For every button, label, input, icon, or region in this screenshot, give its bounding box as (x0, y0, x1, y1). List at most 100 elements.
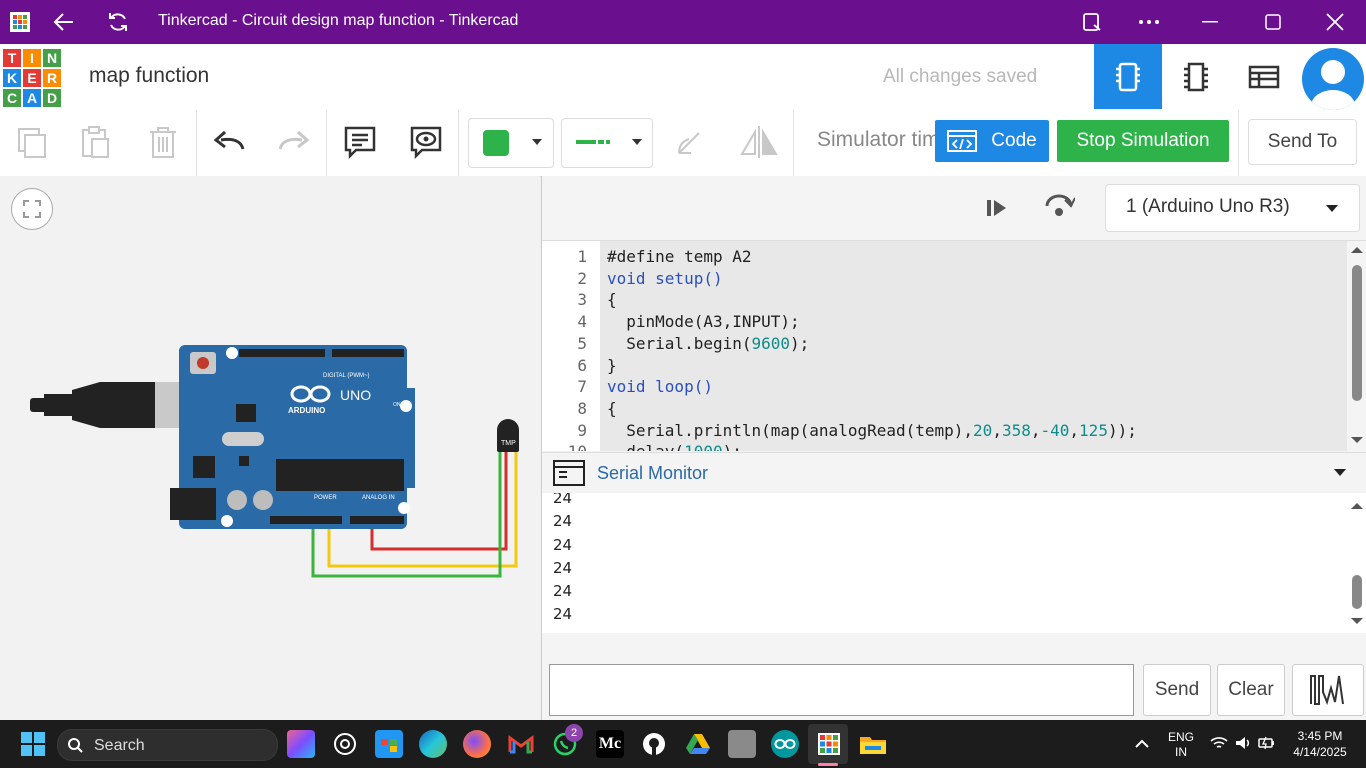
stop-simulation-button[interactable]: Stop Simulation (1057, 120, 1229, 162)
logo-letter: E (22, 68, 42, 88)
firefox-app-icon[interactable] (463, 730, 491, 758)
notes-button[interactable] (338, 120, 382, 164)
on-label: ON (393, 402, 401, 408)
component-list-button[interactable] (1230, 44, 1298, 109)
graph-icon (1310, 675, 1344, 706)
step-icon (987, 200, 1006, 216)
logo-letter: K (2, 68, 22, 88)
flip-icon (740, 126, 778, 158)
flip-button[interactable] (737, 120, 781, 164)
wire-type-dropdown[interactable] (561, 118, 653, 168)
board-brand: ARDUINO (288, 406, 325, 415)
whatsapp-app-icon[interactable]: 2 (551, 724, 583, 758)
serial-line: 24 (553, 582, 573, 601)
code-line: 5 Serial.begin(9600); (577, 333, 810, 353)
serial-output: 24 24 24 24 24 24 (542, 493, 1347, 633)
refresh-icon[interactable] (104, 8, 132, 36)
fill-color-dropdown[interactable] (468, 118, 554, 168)
serial-monitor-title: Serial Monitor (597, 463, 709, 483)
debug-icon (1045, 194, 1076, 216)
minimize-icon[interactable] (1196, 8, 1224, 36)
graph-button[interactable] (1292, 664, 1364, 716)
code-line: 1#define temp A2 (577, 247, 752, 266)
logo-letter: N (42, 48, 62, 68)
schematic-view-button[interactable] (1162, 44, 1230, 109)
yellow-wire (327, 446, 518, 568)
circuit-drawing[interactable]: ARDUINO UNO DIGITAL (PWM~) POWER ANALOG … (0, 176, 540, 720)
language-code: ENG (1167, 730, 1194, 744)
zoom-to-fit-button[interactable] (11, 188, 53, 230)
step-button[interactable] (984, 194, 1012, 222)
code-line: 8{ (577, 398, 617, 418)
serial-monitor-header[interactable]: Serial Monitor (542, 452, 1366, 494)
logo-letter: R (42, 68, 62, 88)
windows-taskbar: Search 2 Mc ENG IN (0, 720, 1366, 768)
gmail-app-icon[interactable] (507, 730, 535, 758)
read-aloud-icon[interactable] (1078, 8, 1106, 36)
code-line: 3{ (577, 290, 617, 310)
taskbar-search[interactable]: Search (57, 729, 278, 761)
serial-scrollbar[interactable] (1347, 493, 1366, 633)
copilot-app-icon[interactable] (287, 730, 315, 758)
chevron-up-icon[interactable] (1134, 736, 1150, 754)
code-line: 10 delay(1000); (542, 441, 1342, 451)
chevron-down-icon[interactable] (1334, 469, 1346, 477)
paste-button[interactable] (73, 120, 117, 164)
send-button[interactable]: Send (1143, 664, 1211, 716)
circuit-view-button[interactable] (1094, 44, 1162, 109)
clock[interactable]: 3:45 PM 4/14/2025 (1288, 728, 1352, 760)
search-placeholder: Search (94, 737, 145, 754)
volume-icon[interactable] (1234, 735, 1252, 756)
undo-button[interactable] (208, 120, 252, 164)
maximize-icon[interactable] (1259, 8, 1287, 36)
github-app-icon[interactable] (640, 730, 668, 758)
clock-time: 3:45 PM (1297, 729, 1343, 743)
battery-icon[interactable] (1258, 735, 1276, 756)
serial-input-field[interactable] (549, 664, 1134, 716)
notification-badge: 2 (565, 724, 583, 742)
redo-button[interactable] (271, 120, 315, 164)
close-icon[interactable] (1321, 8, 1349, 36)
logo-letter: C (2, 88, 22, 108)
chatgpt-app-icon[interactable] (331, 730, 359, 758)
notes-visibility-button[interactable] (404, 120, 448, 164)
wifi-icon[interactable] (1210, 736, 1228, 755)
avatar[interactable] (1302, 48, 1364, 110)
rotate-button[interactable] (668, 120, 712, 164)
code-scrollbar[interactable] (1347, 241, 1366, 451)
note-icon (344, 126, 376, 160)
drive-app-icon[interactable] (684, 730, 712, 758)
app-placeholder-icon[interactable] (728, 730, 756, 758)
language-indicator[interactable]: ENG IN (1166, 730, 1196, 760)
clear-button[interactable]: Clear (1217, 664, 1285, 716)
start-button[interactable] (19, 730, 47, 758)
medium-app-icon[interactable]: Mc (596, 730, 624, 758)
delete-button[interactable] (141, 120, 185, 164)
serial-line: 24 (553, 605, 573, 624)
logo-letter: D (42, 88, 62, 108)
board-select-dropdown[interactable]: 1 (Arduino Uno R3) (1105, 184, 1360, 232)
send-to-button[interactable]: Send To (1248, 119, 1357, 165)
back-arrow-icon[interactable] (50, 8, 78, 36)
save-status: All changes saved (883, 66, 1038, 87)
store-app-icon[interactable] (375, 730, 403, 758)
arduino-app-icon[interactable] (771, 730, 799, 758)
tinkercad-app-icon[interactable] (815, 730, 843, 758)
edge-app-icon[interactable] (419, 730, 447, 758)
file-explorer-app-icon[interactable] (859, 730, 887, 758)
copy-button[interactable] (10, 120, 54, 164)
paste-icon (82, 126, 109, 158)
project-name[interactable]: map function (89, 64, 210, 87)
debug-button[interactable] (1043, 192, 1076, 222)
code-button-label: Code (991, 130, 1037, 151)
circuit-canvas[interactable]: ARDUINO UNO DIGITAL (PWM~) POWER ANALOG … (0, 176, 540, 720)
region-code: IN (1175, 745, 1187, 759)
serial-input-row: Send Clear (542, 656, 1366, 720)
rotate-icon (678, 132, 700, 154)
power-jack (170, 488, 216, 520)
code-button[interactable]: Code (935, 120, 1049, 162)
eye-note-icon (410, 126, 442, 160)
more-options-icon[interactable] (1135, 8, 1163, 36)
tinkercad-logo[interactable]: T I N K E R C A D (2, 48, 62, 108)
